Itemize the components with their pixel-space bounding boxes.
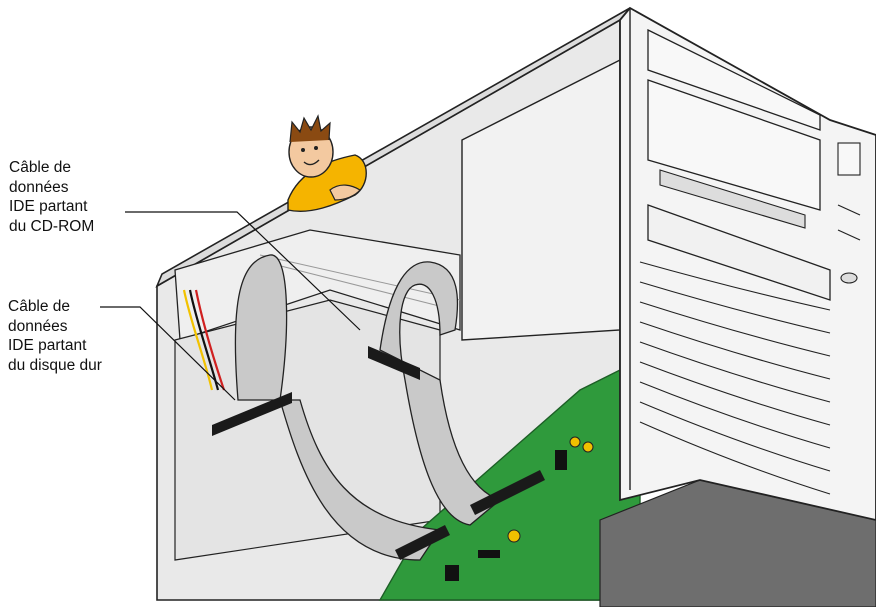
ide-connector-hdd	[212, 392, 292, 436]
label-line: Câble de	[8, 298, 71, 315]
power-button	[840, 272, 858, 284]
label-hdd-cable: Câble de données IDE partant du disque d…	[8, 297, 102, 375]
case-floor	[599, 479, 876, 607]
ide-connector-mb-1	[470, 470, 545, 515]
label-line: IDE partant	[9, 198, 88, 215]
front-button-1	[837, 142, 861, 176]
label-cdrom-cable: Câble de données IDE partant du CD-ROM	[9, 158, 94, 236]
label-line: Câble de	[9, 159, 72, 176]
ribbon-cable-hdd	[234, 254, 442, 561]
ide-connector-mb-2	[395, 525, 450, 560]
label-line: IDE partant	[8, 337, 87, 354]
label-line: du disque dur	[8, 356, 102, 374]
board-capacitor-2	[582, 441, 594, 453]
leader-hdd	[100, 306, 236, 401]
board-chip-3	[445, 565, 459, 581]
drive-bay-1	[647, 28, 821, 131]
board-capacitor-1	[569, 436, 581, 448]
front-vents	[639, 261, 831, 495]
board-chip-1	[555, 450, 567, 470]
drive-bay-2	[647, 79, 821, 211]
leader-cdrom	[125, 211, 361, 331]
cartoon-character-icon	[287, 114, 367, 212]
floppy-bay	[647, 204, 831, 301]
ide-connector-cdrom	[368, 346, 420, 380]
label-line: données	[9, 178, 69, 196]
board-capacitor-3	[507, 529, 521, 543]
label-line: données	[8, 317, 68, 335]
board-chip-2	[478, 550, 500, 558]
cdrom-slot	[659, 169, 806, 229]
label-line: du CD-ROM	[9, 217, 95, 235]
